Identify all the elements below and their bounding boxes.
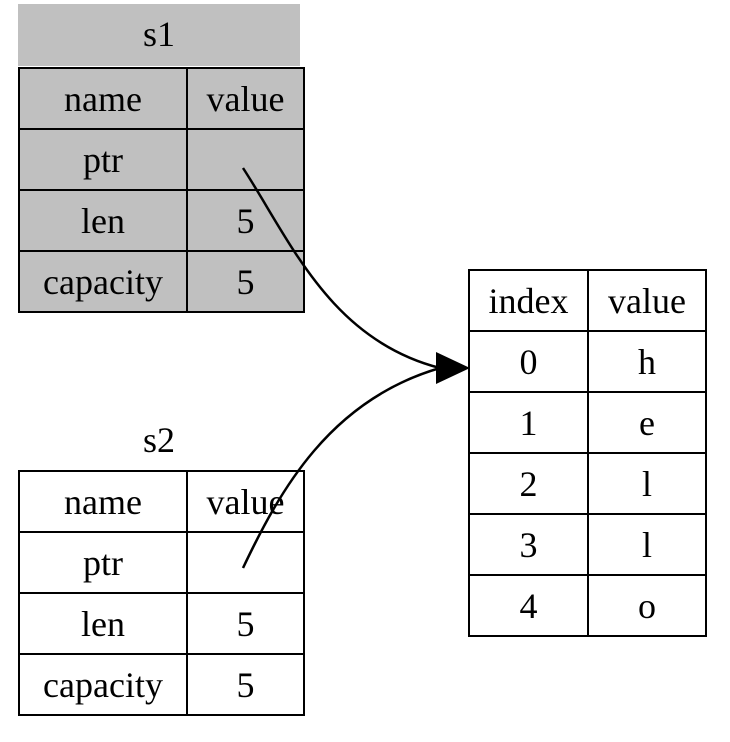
- heap-row: 4 o: [468, 574, 707, 637]
- s1-title: s1: [18, 4, 300, 66]
- heap-index-cell: 1: [468, 391, 589, 454]
- heap-row: 0 h: [468, 330, 707, 393]
- s2-capacity-name: capacity: [18, 653, 188, 716]
- heap-value-cell: e: [587, 391, 707, 454]
- s2-ptr-value: [186, 531, 305, 594]
- s2-header-name: name: [18, 470, 188, 533]
- heap-table: index value 0 h 1 e 2 l 3 l 4 o: [468, 269, 707, 637]
- s1-header-row: name value: [18, 67, 305, 130]
- heap-index-cell: 3: [468, 513, 589, 576]
- s1-row-capacity: capacity 5: [18, 250, 305, 313]
- s2-ptr-name: ptr: [18, 531, 188, 594]
- heap-value-cell: h: [587, 330, 707, 393]
- s2-len-name: len: [18, 592, 188, 655]
- heap-index-cell: 0: [468, 330, 589, 393]
- s1-table: name value ptr len 5 capacity 5: [18, 67, 305, 313]
- s2-title: s2: [142, 420, 175, 460]
- heap-row: 3 l: [468, 513, 707, 576]
- heap-value-cell: l: [587, 513, 707, 576]
- s1-capacity-value: 5: [186, 250, 305, 313]
- heap-row: 2 l: [468, 452, 707, 515]
- s2-header-row: name value: [18, 470, 305, 533]
- heap-value-cell: l: [587, 452, 707, 515]
- s1-len-name: len: [18, 189, 188, 252]
- s1-header-value: value: [186, 67, 305, 130]
- s1-capacity-name: capacity: [18, 250, 188, 313]
- s1-header-name: name: [18, 67, 188, 130]
- heap-header-value: value: [587, 269, 707, 332]
- s2-row-ptr: ptr: [18, 531, 305, 594]
- heap-header-index: index: [468, 269, 589, 332]
- heap-header-row: index value: [468, 269, 707, 332]
- s1-ptr-name: ptr: [18, 128, 188, 191]
- heap-index-cell: 2: [468, 452, 589, 515]
- s2-table: name value ptr len 5 capacity 5: [18, 470, 305, 716]
- s1-row-len: len 5: [18, 189, 305, 252]
- s2-header-value: value: [186, 470, 305, 533]
- heap-index-cell: 4: [468, 574, 589, 637]
- s2-row-capacity: capacity 5: [18, 653, 305, 716]
- arrowhead-icon: [436, 352, 470, 384]
- heap-value-cell: o: [587, 574, 707, 637]
- heap-row: 1 e: [468, 391, 707, 454]
- s1-ptr-value: [186, 128, 305, 191]
- s2-capacity-value: 5: [186, 653, 305, 716]
- s2-row-len: len 5: [18, 592, 305, 655]
- s1-row-ptr: ptr: [18, 128, 305, 191]
- s1-len-value: 5: [186, 189, 305, 252]
- s2-len-value: 5: [186, 592, 305, 655]
